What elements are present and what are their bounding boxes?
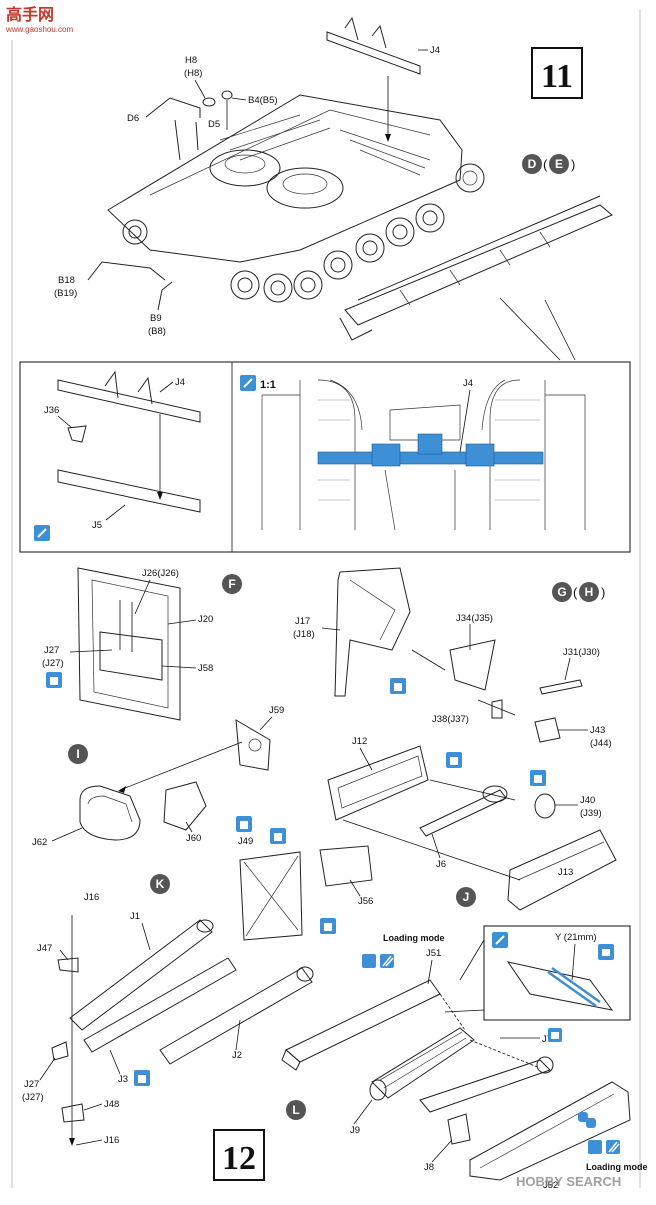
svg-text:J1: J1 xyxy=(130,911,140,922)
svg-text:J4: J4 xyxy=(463,378,473,389)
step-12-subassembly-g-h: G ( H ) J17 (J18) J34(J35) J31(J30) J38(… xyxy=(293,567,612,749)
svg-text:J31(J30): J31(J30) xyxy=(563,647,600,658)
svg-text:(J39): (J39) xyxy=(580,808,602,819)
svg-text:J4: J4 xyxy=(175,377,185,388)
svg-text:HOBBY SEARCH: HOBBY SEARCH xyxy=(516,1174,621,1189)
svg-text:Loading mode: Loading mode xyxy=(586,1162,648,1172)
step-12-subassembly-f: F J26(J26) J20 J27 (J27) J58 xyxy=(42,567,242,721)
svg-text:I: I xyxy=(76,747,79,761)
svg-text:H: H xyxy=(585,585,594,599)
watermark-site-icon: 高手网 xyxy=(6,5,54,24)
svg-text:J47: J47 xyxy=(37,943,52,954)
step-12-subassembly-k: K J49 J56 J16 J1 J47 J2 J3 J27 (J27) xyxy=(22,816,373,1146)
svg-text:B4(B5): B4(B5) xyxy=(248,95,278,106)
svg-text:B9: B9 xyxy=(150,313,162,324)
step-11-callouts: H8 (H8) B4(B5) D6 D5 B18 (B19) B9 (B8) xyxy=(54,55,278,337)
svg-text:D: D xyxy=(528,157,537,171)
step-11-inset-panel xyxy=(19,361,631,553)
svg-text:B18: B18 xyxy=(58,275,75,286)
svg-text:12: 12 xyxy=(222,1140,256,1177)
svg-text:K: K xyxy=(156,877,165,891)
svg-text:(: ( xyxy=(573,585,578,600)
svg-text:D6: D6 xyxy=(127,113,139,124)
svg-text:J51: J51 xyxy=(426,948,441,959)
svg-text:J9: J9 xyxy=(350,1125,360,1136)
step-11-tank-hull xyxy=(107,94,485,303)
svg-text:Loading mode: Loading mode xyxy=(383,933,445,943)
step-12-subassembly-l: L Loading mode J51 J7 J9 J8 J52 Loading … xyxy=(281,933,648,1191)
svg-text:J16: J16 xyxy=(104,1135,119,1146)
svg-text:H8: H8 xyxy=(185,55,197,66)
svg-text:1:1: 1:1 xyxy=(260,379,276,391)
svg-text:J4: J4 xyxy=(430,45,440,56)
svg-text:J48: J48 xyxy=(104,1099,119,1110)
svg-text:E: E xyxy=(555,157,563,171)
svg-text:Y (21mm): Y (21mm) xyxy=(555,932,597,943)
svg-text:J16: J16 xyxy=(84,892,99,903)
svg-text:J59: J59 xyxy=(269,705,284,716)
step-11-number: 11 xyxy=(531,47,583,99)
svg-text:(: ( xyxy=(543,157,548,172)
step-12-subassembly-j: J J12 J40 (J39) J6 J13 xyxy=(327,736,617,911)
svg-text:J2: J2 xyxy=(232,1050,242,1061)
svg-text:J7: J7 xyxy=(542,1034,552,1045)
svg-text:J43: J43 xyxy=(590,725,605,736)
svg-text:J38(J37): J38(J37) xyxy=(432,714,469,725)
svg-text:F: F xyxy=(228,577,235,591)
svg-text:(B8): (B8) xyxy=(148,326,166,337)
svg-text:(J27): (J27) xyxy=(22,1092,44,1103)
step-11-inset-left: J4 J36 J5 xyxy=(34,370,201,541)
svg-text:J62: J62 xyxy=(32,837,47,848)
svg-text:J56: J56 xyxy=(358,896,373,907)
svg-text:(J44): (J44) xyxy=(590,738,612,749)
watermark-footer: HOBBY SEARCH xyxy=(516,1174,621,1189)
svg-text:J12: J12 xyxy=(352,736,367,747)
svg-text:J: J xyxy=(463,890,470,904)
watermark-logo: 高手网 www.gaoshou.com xyxy=(5,5,73,34)
svg-text:J26(J26): J26(J26) xyxy=(142,568,179,579)
svg-text:D5: D5 xyxy=(208,119,220,130)
svg-text:J34(J35): J34(J35) xyxy=(456,613,493,624)
svg-text:J60: J60 xyxy=(186,833,201,844)
step-11-trailer-bed xyxy=(339,195,613,361)
step-12-inset-y: Y (21mm) xyxy=(444,925,631,1021)
svg-text:J6: J6 xyxy=(436,859,446,870)
svg-text:J3: J3 xyxy=(118,1074,128,1085)
svg-text:J13: J13 xyxy=(558,867,573,878)
svg-text:J27: J27 xyxy=(44,645,59,656)
step-12-subassembly-i: I J59 J62 J60 xyxy=(32,705,284,848)
svg-text:J8: J8 xyxy=(424,1162,434,1173)
svg-text:(J18): (J18) xyxy=(293,629,315,640)
svg-text:): ) xyxy=(571,157,575,172)
svg-text:J49: J49 xyxy=(238,836,253,847)
step-11-inset-right: 1:1 J4 xyxy=(240,375,586,531)
svg-text:J17: J17 xyxy=(295,616,310,627)
svg-text:J52: J52 xyxy=(543,1180,558,1191)
svg-text:): ) xyxy=(601,585,605,600)
svg-text:(H8): (H8) xyxy=(184,68,202,79)
step-11-part-j4-top: J4 xyxy=(326,16,440,142)
svg-text:J20: J20 xyxy=(198,614,213,625)
svg-text:11: 11 xyxy=(541,58,573,95)
svg-text:J5: J5 xyxy=(92,520,102,531)
svg-text:(B19): (B19) xyxy=(54,288,77,299)
svg-text:J36: J36 xyxy=(44,405,59,416)
svg-text:J27: J27 xyxy=(24,1079,39,1090)
svg-text:G: G xyxy=(557,585,566,599)
svg-text:J58: J58 xyxy=(198,663,213,674)
svg-text:(J27): (J27) xyxy=(42,658,64,669)
step-11-variant-d-e: D ( E ) xyxy=(522,154,575,174)
svg-text:J40: J40 xyxy=(580,795,595,806)
step-12-number: 12 xyxy=(213,1129,265,1181)
watermark-url: www.gaoshou.com xyxy=(5,25,73,34)
svg-text:L: L xyxy=(292,1103,299,1117)
